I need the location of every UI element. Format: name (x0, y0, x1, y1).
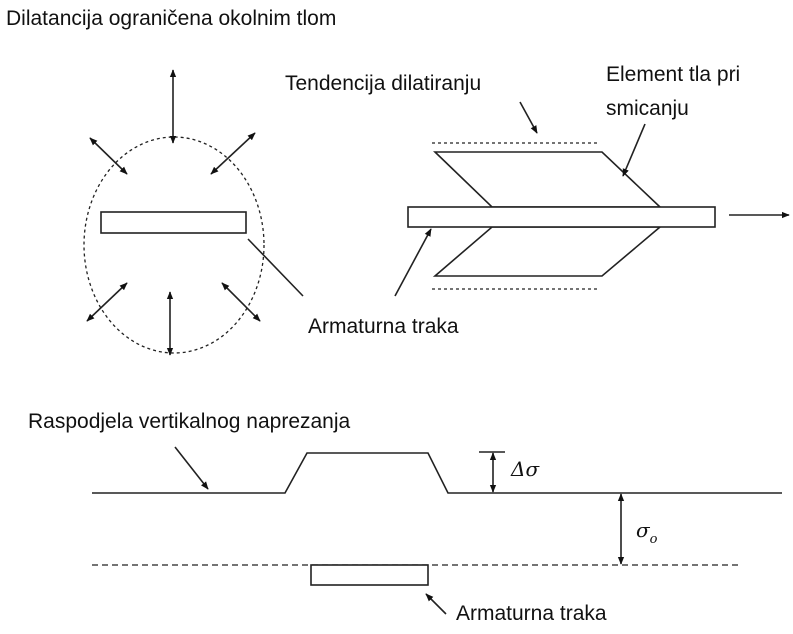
strip-right-leader (394, 228, 432, 297)
reinforcement-strip-bottom (310, 564, 429, 586)
sigma-subscript: o (649, 532, 658, 547)
dilatancy-confined-title: Dilatancija ograničena okolnim tlom (6, 7, 337, 30)
sigma-symbol: σ (636, 518, 650, 542)
stress-arrow-upper-left (89, 137, 128, 175)
dilation-tendency-leader (519, 101, 538, 134)
shear-element-upper (433, 151, 663, 208)
vertical-stress-profile (92, 452, 782, 494)
stress-label-leader (174, 446, 209, 490)
reinforcement-strip-right (407, 206, 716, 228)
stress-arrow-lower-left (86, 282, 128, 322)
soil-element-label-line1: Element tla pri (606, 63, 741, 86)
vertical-stress-label: Raspodjela vertikalnog naprezanja (28, 410, 351, 433)
reinforcement-strip-label-top: Armaturna traka (308, 315, 459, 338)
strip-bottom-leader (425, 593, 447, 615)
reinforcement-strip-left (100, 211, 247, 234)
confinement-ellipse (83, 136, 265, 354)
strip-left-leader (247, 238, 304, 297)
stress-arrow-upper-right (210, 132, 256, 175)
stress-arrow-lower-right (221, 282, 261, 322)
soil-element-label-line2: smicanju (606, 97, 689, 120)
dilation-tendency-label: Tendencija dilatiranju (285, 72, 482, 95)
sigma-o-symbol: σo (636, 518, 657, 546)
reinforcement-strip-label-bottom: Armaturna traka (456, 602, 607, 625)
soil-element-leader (622, 123, 646, 177)
delta-sigma-symbol: Δσ (511, 457, 540, 481)
shear-element-lower (432, 226, 663, 277)
